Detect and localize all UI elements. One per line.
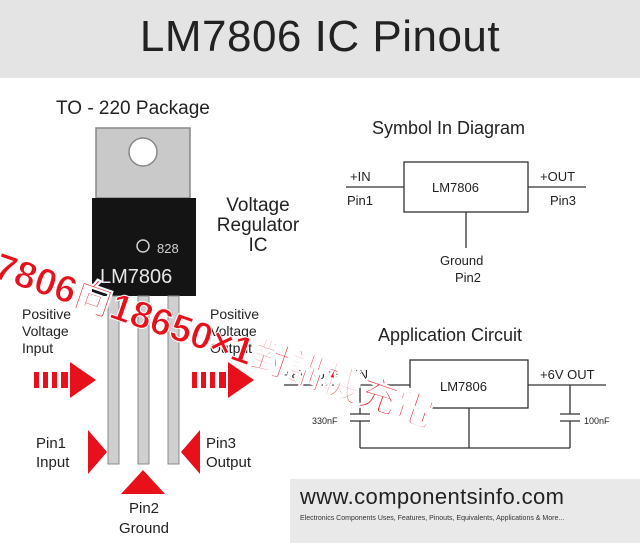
pin3-arrow xyxy=(181,430,200,474)
pin2-arrow xyxy=(121,470,165,494)
symbol-out-pin: Pin3 xyxy=(550,193,577,208)
pin1-label: Pin1 Input xyxy=(36,435,70,471)
input-capacitor-label: 330nF xyxy=(312,416,338,426)
symbol-in-label: +IN xyxy=(350,169,371,184)
application-input-label: +8V To 35V IN xyxy=(284,367,368,382)
symbol-in-pin: Pin1 xyxy=(347,193,374,208)
pin1-arrow xyxy=(88,430,107,474)
footer-url[interactable]: www.componentsinfo.com xyxy=(300,484,565,509)
symbol-ground-label: Ground xyxy=(440,253,484,268)
page-title: LM7806 IC Pinout xyxy=(139,12,501,61)
regulator-label: Voltage Regulator IC xyxy=(216,195,300,256)
chip-name: LM7806 xyxy=(100,266,173,288)
ic-body xyxy=(92,198,196,296)
application-circuit xyxy=(284,359,606,449)
output-capacitor-label: 100nF xyxy=(584,416,610,426)
positive-input-label: Positive Voltage Input xyxy=(22,306,72,356)
title-bar xyxy=(0,0,640,78)
input-arrow xyxy=(34,362,96,398)
package-label: TO - 220 Package xyxy=(56,98,210,119)
symbol-ground-pin: Pin2 xyxy=(455,270,482,285)
application-box-label: LM7806 xyxy=(440,379,487,394)
symbol-title: Symbol In Diagram xyxy=(372,118,526,138)
lead-pin3 xyxy=(167,295,180,465)
lead-pin2 xyxy=(137,295,150,465)
pin2-label: Pin2 Ground xyxy=(118,500,170,537)
footer-banner xyxy=(290,479,640,543)
application-output-label: +6V OUT xyxy=(540,367,595,382)
application-title: Application Circuit xyxy=(378,325,523,345)
positive-output-label: Positive Voltage Output xyxy=(210,306,260,356)
symbol-box-label: LM7806 xyxy=(432,180,479,195)
symbol-out-label: +OUT xyxy=(540,169,576,184)
mounting-hole xyxy=(128,137,158,167)
symbol-diagram xyxy=(346,161,586,248)
pin3-label: Pin3 Output xyxy=(206,435,252,471)
footer-tagline: Electronics Components Uses, Features, P… xyxy=(300,515,565,522)
output-arrow xyxy=(192,362,254,398)
chip-mark: 828 xyxy=(157,241,179,256)
chip-logo xyxy=(136,239,150,253)
lead-pin1 xyxy=(107,295,120,465)
